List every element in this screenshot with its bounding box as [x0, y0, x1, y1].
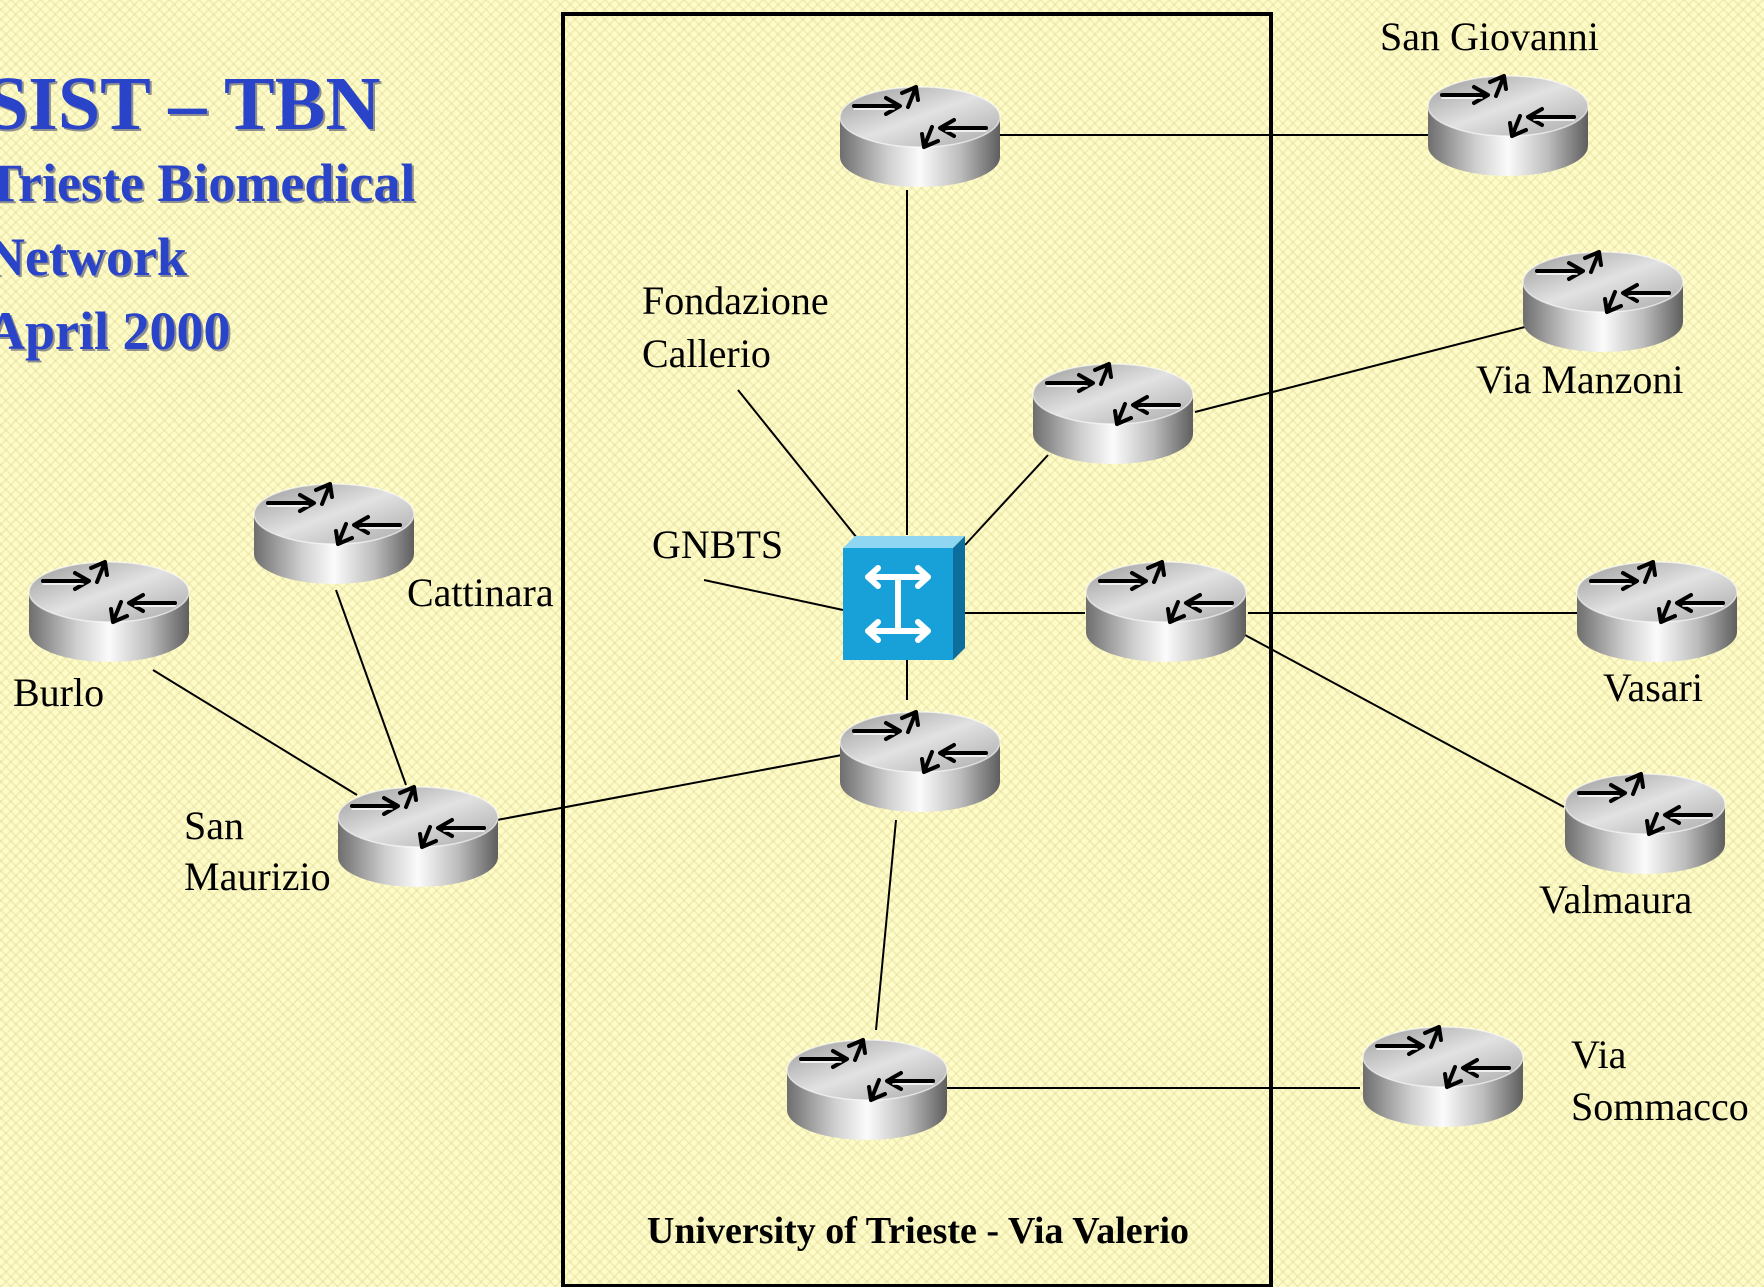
link-switch-manzoni-router — [964, 454, 1049, 546]
label-fondazione: Fondazione — [642, 278, 829, 323]
router-icon — [336, 785, 500, 889]
router-icon — [1575, 560, 1739, 664]
label-san: San — [184, 803, 244, 848]
router-icon — [1031, 362, 1195, 466]
router-icon — [252, 482, 416, 586]
router-icon — [1361, 1025, 1525, 1129]
subtitle-line-2: Network — [0, 227, 187, 287]
router-icon — [1563, 772, 1727, 876]
label-valmaura: Valmaura — [1539, 877, 1693, 922]
label-vasari: Vasari — [1603, 665, 1703, 710]
link-router-valmaura — [1244, 634, 1565, 808]
link-san-maurizio-lower-router — [496, 754, 843, 821]
link-cattinara-san-maurizio — [335, 589, 407, 786]
label-burlo: Burlo — [13, 670, 105, 715]
subtitle-line-3: April 2000 — [0, 301, 231, 361]
label-gnbts: GNBTS — [652, 522, 784, 567]
title-block: SIST – TBN Trieste Biomedical Network Ap… — [0, 62, 415, 368]
label-cattinara: Cattinara — [407, 570, 554, 615]
label-via-manzoni: Via Manzoni — [1476, 357, 1684, 402]
connection-lines — [152, 134, 1580, 1089]
label-via: Via — [1571, 1032, 1627, 1077]
link-lower-router-bottom-router — [875, 819, 897, 1031]
link-manzoni-router-via-manzoni — [1194, 326, 1526, 413]
link-gnbts-switch — [703, 579, 844, 611]
router-icon — [838, 85, 1002, 189]
router-icon — [1521, 250, 1685, 354]
link-fondazione-callerio-switch — [737, 389, 858, 539]
switch-icon — [843, 536, 965, 660]
router-icon — [838, 710, 1002, 814]
label-callerio: Callerio — [642, 331, 771, 376]
label-sommacco: Sommacco — [1571, 1084, 1749, 1129]
router-icon — [1426, 74, 1590, 178]
label-san-giovanni: San Giovanni — [1380, 14, 1599, 59]
router-icon — [785, 1038, 949, 1142]
subtitle-line-1: Trieste Biomedical — [0, 153, 416, 213]
router-icon — [27, 560, 191, 664]
university-caption: University of Trieste - Via Valerio — [646, 1210, 1190, 1252]
router-icon — [1084, 560, 1248, 664]
link-burlo-san-maurizio — [152, 669, 358, 796]
page-title: SIST – TBN — [0, 62, 381, 146]
label-maurizio: Maurizio — [184, 854, 331, 899]
